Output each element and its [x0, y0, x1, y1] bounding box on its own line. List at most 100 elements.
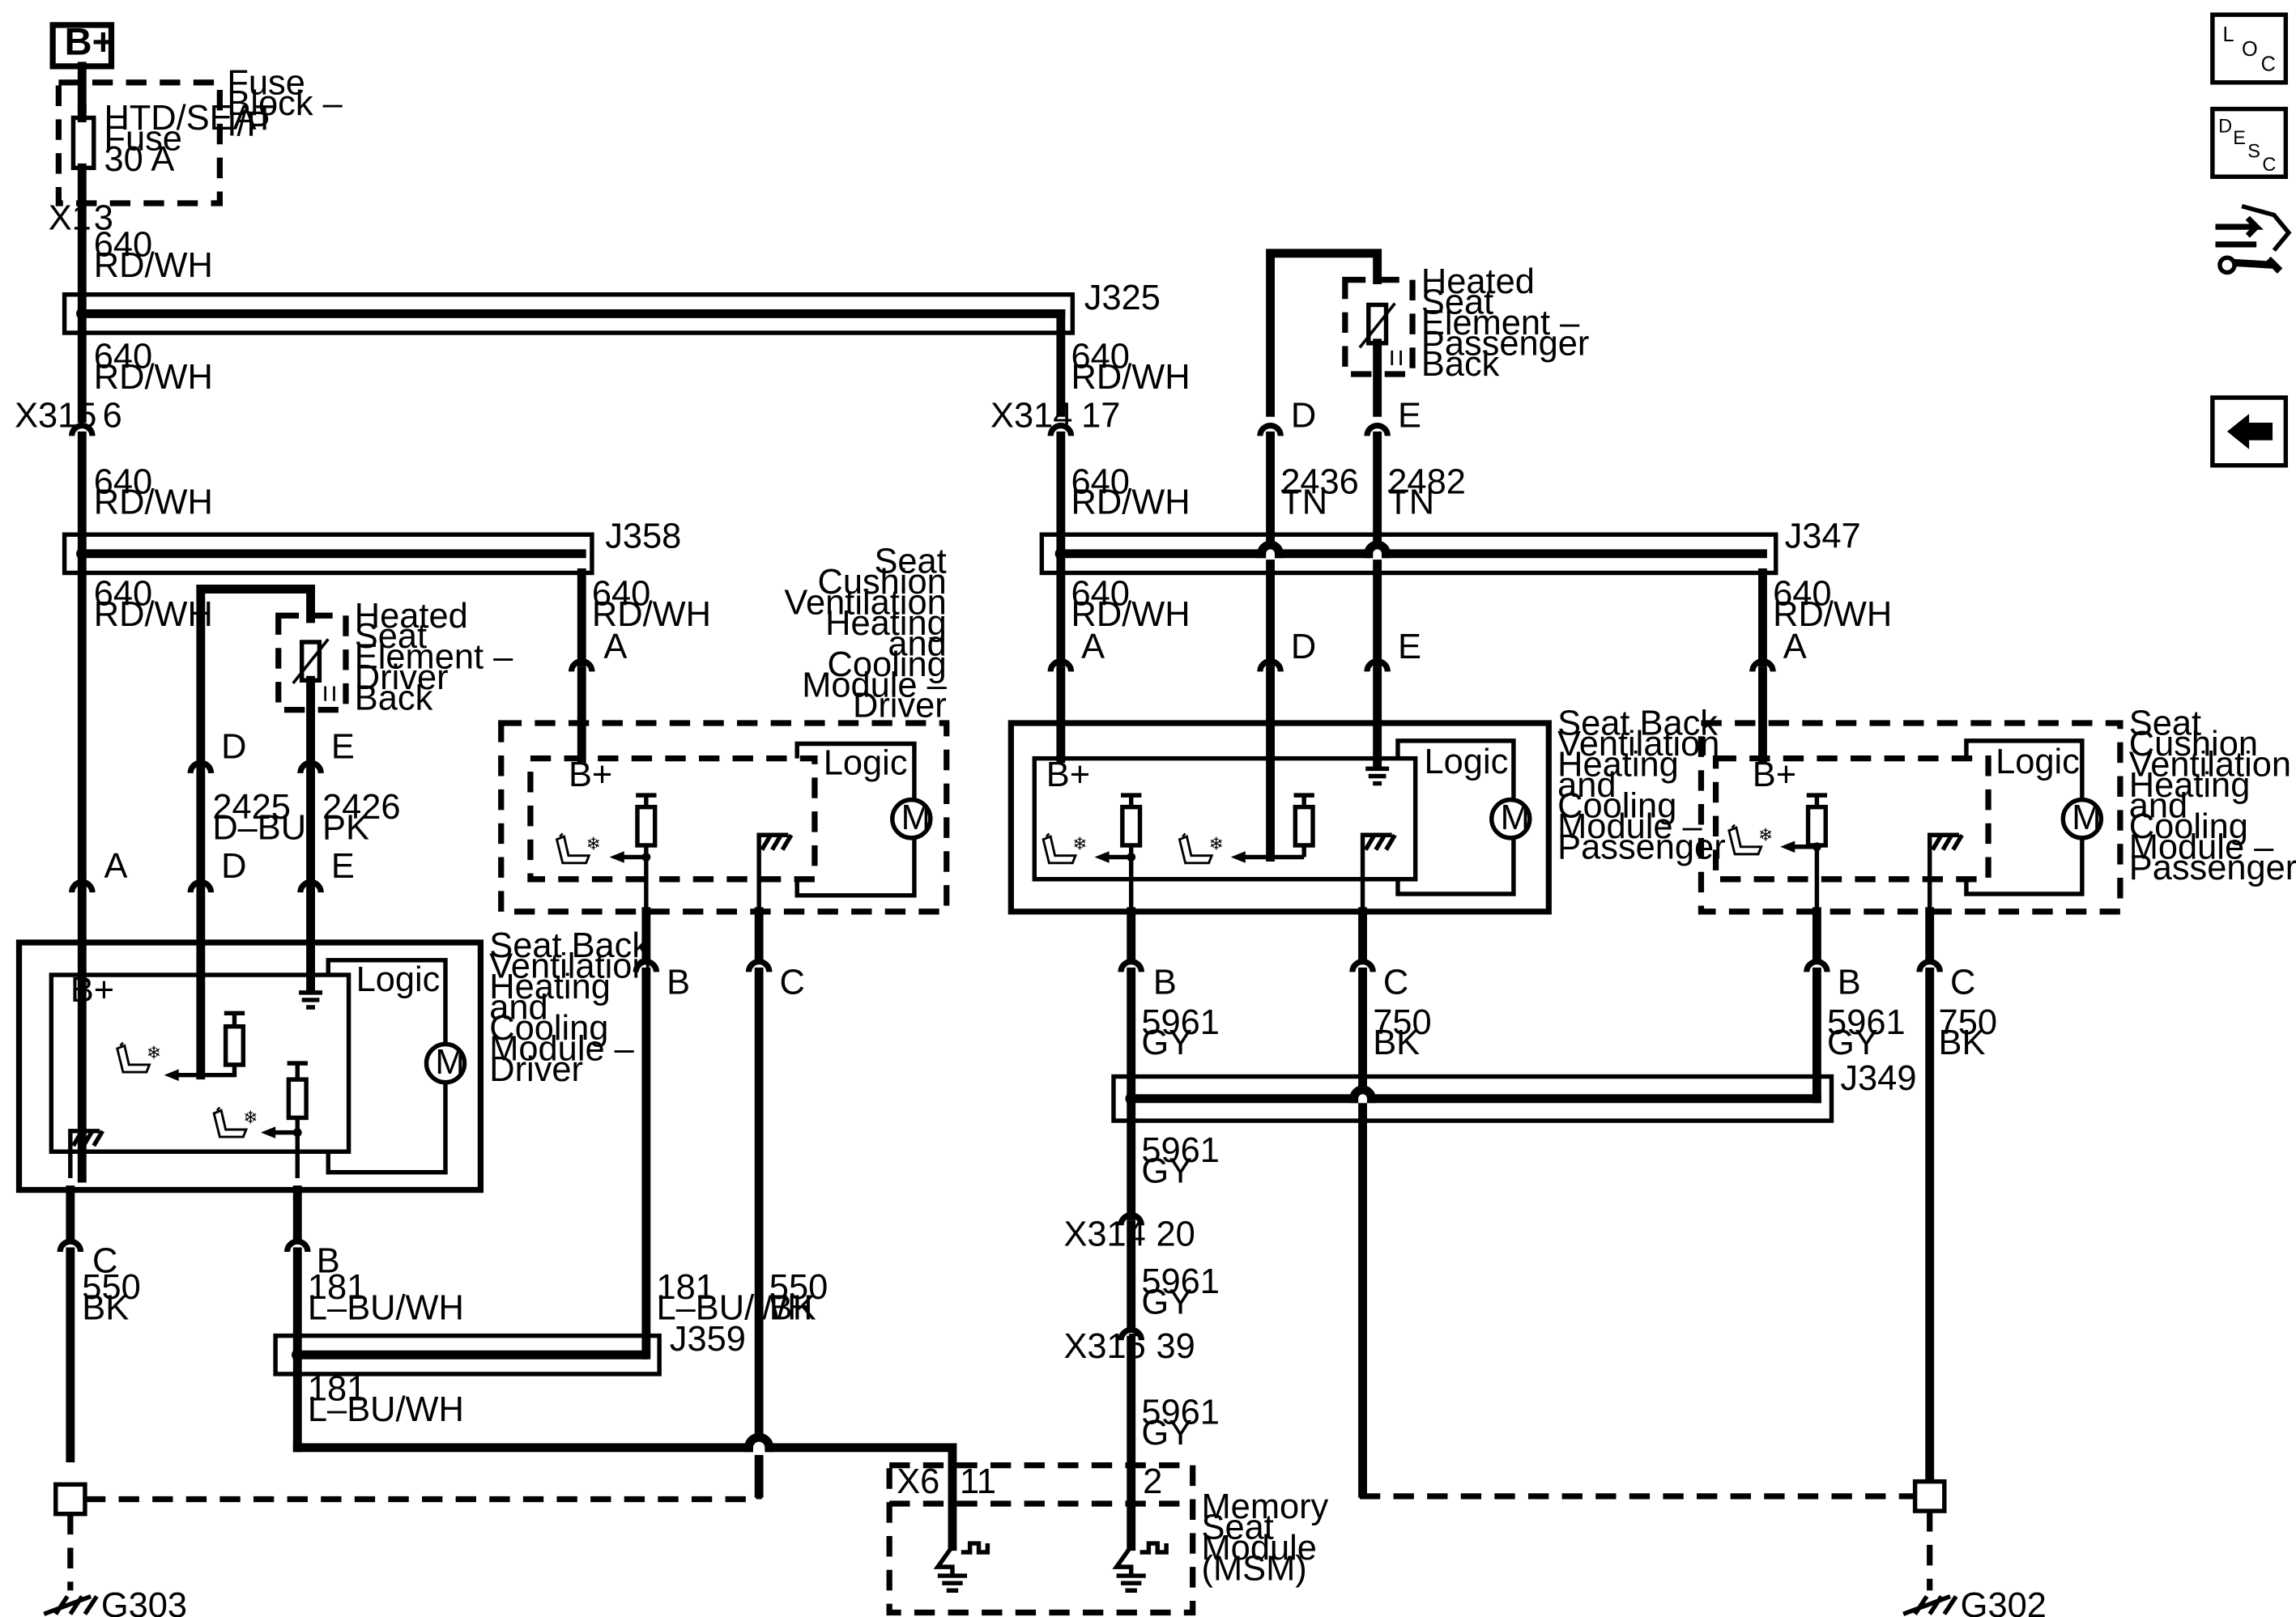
location-button[interactable]: L O C [2210, 12, 2289, 85]
svg-text:Cushion: Cushion [817, 563, 946, 602]
svg-text:Module –: Module – [2129, 828, 2274, 866]
svg-text:Cushion: Cushion [2129, 725, 2258, 764]
svg-text:Ventilation: Ventilation [489, 947, 651, 986]
svg-text:C: C [2262, 154, 2276, 175]
svg-text:181: 181 [657, 1268, 715, 1307]
svg-text:RD/WH: RD/WH [1071, 483, 1191, 522]
svg-text:Ventilation: Ventilation [784, 583, 946, 622]
svg-text:640: 640 [592, 574, 650, 613]
svg-text:J325: J325 [1084, 279, 1161, 317]
svg-text:GY: GY [1827, 1023, 1878, 1062]
svg-text:Module –: Module – [1557, 807, 1702, 846]
svg-text:BK: BK [82, 1289, 129, 1328]
svg-text:5961: 5961 [1827, 1003, 1906, 1042]
svg-text:2482: 2482 [1387, 462, 1466, 501]
svg-text:HTD/SEAT: HTD/SEAT [104, 99, 275, 138]
svg-text:5961: 5961 [1141, 1003, 1220, 1042]
svg-text:Memory: Memory [1202, 1487, 1329, 1526]
svg-text:M: M [901, 798, 931, 837]
svg-text:L: L [2223, 23, 2234, 46]
svg-text:Module –: Module – [802, 666, 947, 704]
svg-text:X315: X315 [15, 396, 96, 435]
description-button[interactable]: D E S C [2210, 106, 2289, 179]
splice-j325: J325 [62, 279, 1161, 335]
svg-text:RD/WH: RD/WH [94, 246, 213, 285]
svg-text:S: S [2247, 141, 2260, 162]
connector-scp-b: B [1804, 959, 1861, 1002]
svg-text:Seat: Seat [2129, 704, 2201, 743]
splice-j359: J359 [273, 1320, 746, 1377]
svg-text:5961: 5961 [1141, 1131, 1220, 1170]
svg-text:181: 181 [308, 1370, 366, 1409]
svg-text:Heating: Heating [825, 604, 947, 643]
svg-text:RD/WH: RD/WH [592, 595, 711, 634]
svg-text:M: M [2072, 798, 2101, 837]
svg-text:B: B [1153, 964, 1177, 1002]
connector-sbd-b: B [283, 1238, 340, 1280]
svg-text:A: A [1081, 628, 1105, 666]
svg-text:3: 3 [94, 199, 113, 238]
battery-source: B+ [49, 19, 115, 70]
svg-text:Seat Back: Seat Back [1557, 704, 1718, 743]
svg-text:Fuse: Fuse [104, 119, 181, 158]
seat-cushion-module-passenger: M Logic B+ Seat Cushion Ventilation Heat… [1698, 704, 2296, 958]
svg-text:Logic: Logic [1425, 743, 1509, 781]
svg-text:C: C [779, 964, 804, 1002]
svg-text:5961: 5961 [1141, 1262, 1220, 1301]
svg-text:Cooling: Cooling [1557, 786, 1676, 825]
svg-text:Element –: Element – [355, 638, 513, 677]
svg-text:E: E [2233, 127, 2246, 148]
svg-text:550: 550 [82, 1268, 140, 1307]
svg-text:Cooling: Cooling [2129, 807, 2248, 846]
svg-text:J358: J358 [605, 517, 681, 555]
svg-text:550: 550 [769, 1268, 828, 1307]
svg-text:GY: GY [1141, 1023, 1192, 1062]
svg-text:5961: 5961 [1141, 1394, 1220, 1432]
svg-text:750: 750 [1939, 1003, 1997, 1042]
connector-scp-a: A [1749, 628, 1807, 672]
svg-text:750: 750 [1373, 1003, 1431, 1042]
heated-seat-element-driver-back: Heated Seat Element – Driver Back [275, 597, 513, 718]
svg-text:Driver: Driver [853, 687, 947, 726]
connector-wrench-icon[interactable] [2215, 203, 2292, 275]
svg-text:J359: J359 [670, 1320, 746, 1359]
svg-text:640: 640 [1071, 338, 1130, 377]
svg-text:Back: Back [1421, 345, 1500, 384]
splice-j358: J358 [62, 517, 681, 576]
svg-text:TN: TN [1387, 483, 1434, 522]
svg-text:and: and [888, 624, 946, 663]
svg-text:Fuse: Fuse [227, 63, 305, 102]
ground-g302: G302 [1359, 1479, 2047, 1617]
svg-text:Seat: Seat [1421, 283, 1493, 321]
svg-text:2426: 2426 [322, 788, 401, 827]
svg-text:B+: B+ [65, 19, 114, 62]
svg-text:Heated: Heated [1421, 262, 1535, 301]
svg-text:A: A [104, 847, 127, 886]
svg-text:20: 20 [1156, 1215, 1195, 1254]
svg-text:E: E [1398, 396, 1421, 435]
seat-cushion-module-driver: M Logic B+ Seat Cushion Ventilation Heat… [498, 542, 950, 958]
svg-text:Seat: Seat [355, 617, 427, 656]
svg-text:TN: TN [1280, 483, 1327, 522]
svg-text:6: 6 [103, 396, 122, 435]
svg-text:BK: BK [769, 1289, 816, 1328]
fuse-block-ip: Fuse Block – I/P HTD/SEAT Fuse 30 A [55, 63, 343, 206]
connector-x315-6: X315 6 [15, 396, 122, 436]
svg-text:Ventilation: Ventilation [1557, 725, 1719, 764]
svg-text:X314: X314 [990, 396, 1072, 435]
connector-sbd-e: E [297, 847, 355, 893]
svg-text:BK: BK [1939, 1023, 1986, 1062]
svg-text:B: B [667, 964, 690, 1002]
svg-text:17: 17 [1081, 396, 1120, 435]
back-arrow-button[interactable] [2210, 395, 2289, 468]
svg-text:2425: 2425 [212, 788, 291, 827]
connector-heated-passenger-e: E [1364, 396, 1421, 436]
svg-text:GY: GY [1141, 1414, 1192, 1453]
svg-text:181: 181 [308, 1268, 366, 1307]
svg-text:Heating: Heating [1557, 745, 1679, 784]
svg-text:X6: X6 [897, 1462, 939, 1501]
svg-text:and: and [2129, 786, 2187, 825]
svg-text:B+: B+ [569, 755, 612, 794]
svg-text:C: C [92, 1241, 117, 1280]
svg-text:B: B [1838, 964, 1861, 1002]
